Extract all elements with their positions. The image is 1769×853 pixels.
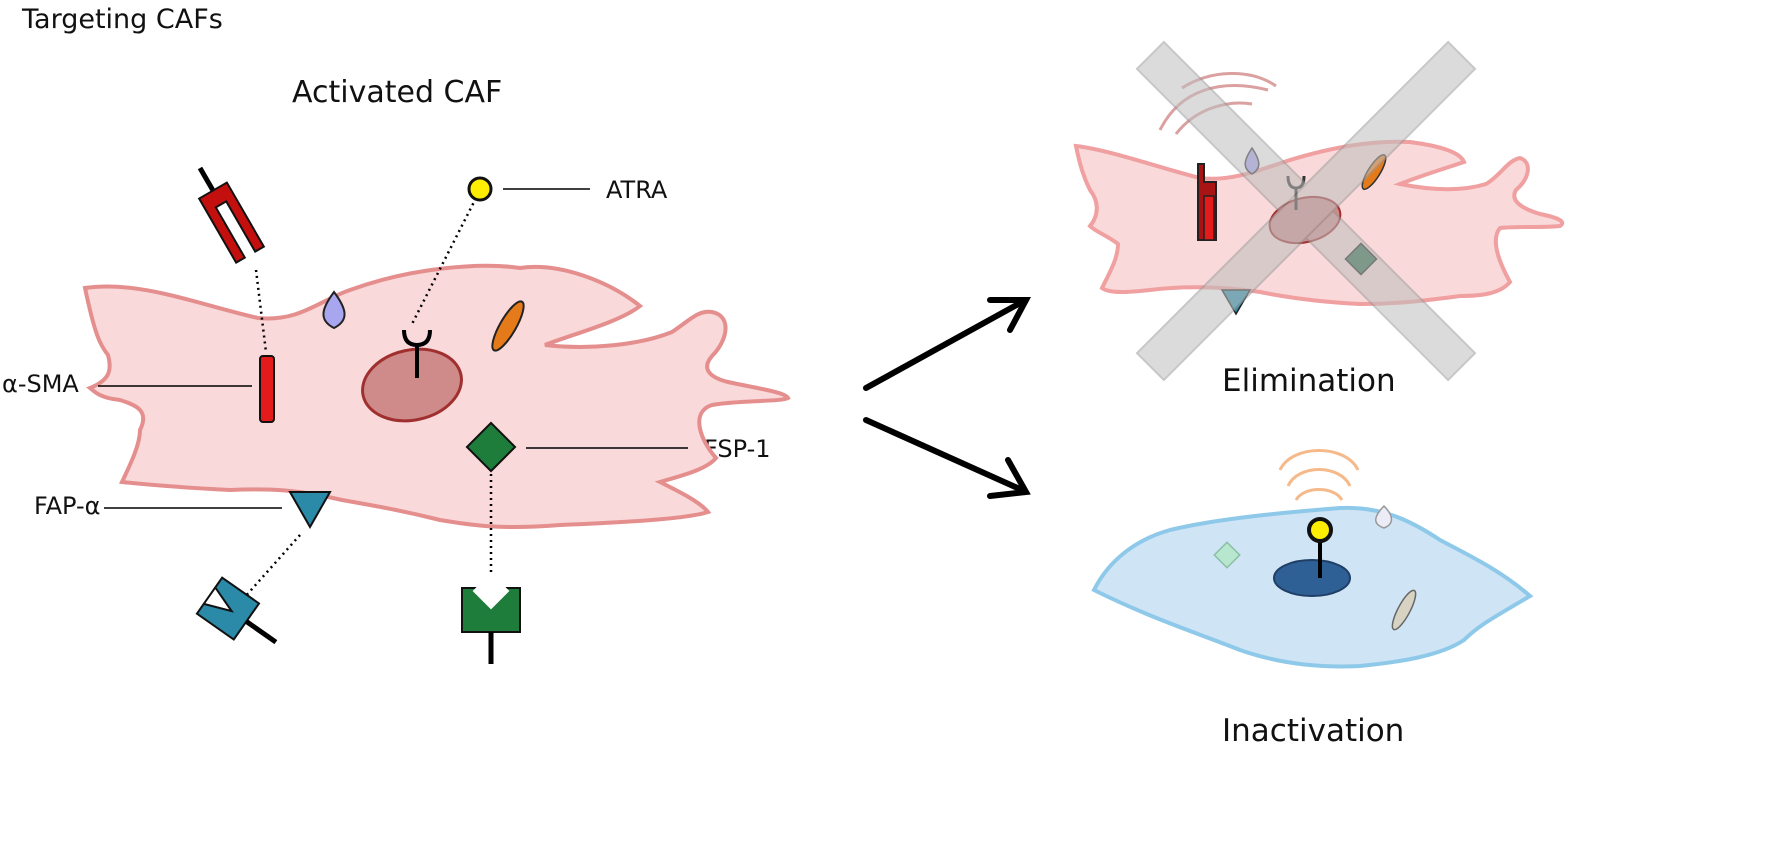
anti-fsp1-agent	[461, 572, 521, 664]
atra-molecule-icon	[467, 176, 493, 202]
anti-alpha-sma-agent	[197, 166, 266, 265]
activated-caf-title: Activated CAF	[292, 75, 503, 110]
elimination-label: Elimination	[1222, 363, 1396, 399]
inactivation-label: Inactivation	[1222, 713, 1405, 749]
figure-title: Targeting CAFs	[22, 4, 223, 35]
lipid-droplet-icon	[322, 290, 346, 330]
anti-fap-agent	[195, 576, 278, 645]
fap-alpha-label: FAP-α	[34, 492, 101, 520]
atra-label: ATRA	[606, 176, 668, 204]
atra-bound-icon	[1307, 517, 1333, 543]
elimination-cross-icon	[1135, 40, 1477, 382]
leader-lines	[98, 188, 688, 509]
alpha-sma-marker	[259, 355, 275, 423]
alpha-sma-label: α-SMA	[2, 370, 79, 398]
fsp1-marker	[465, 421, 517, 473]
nucleus	[361, 347, 463, 423]
vesicle-icon	[491, 300, 525, 352]
outcome-arrows	[863, 297, 1031, 499]
dotted-connectors	[243, 197, 493, 599]
eliminated-caf-cell	[1073, 40, 1565, 382]
activated-caf-cell	[82, 263, 791, 530]
fap-alpha-marker	[288, 491, 332, 530]
inactivated-caf-cell	[1091, 449, 1534, 669]
